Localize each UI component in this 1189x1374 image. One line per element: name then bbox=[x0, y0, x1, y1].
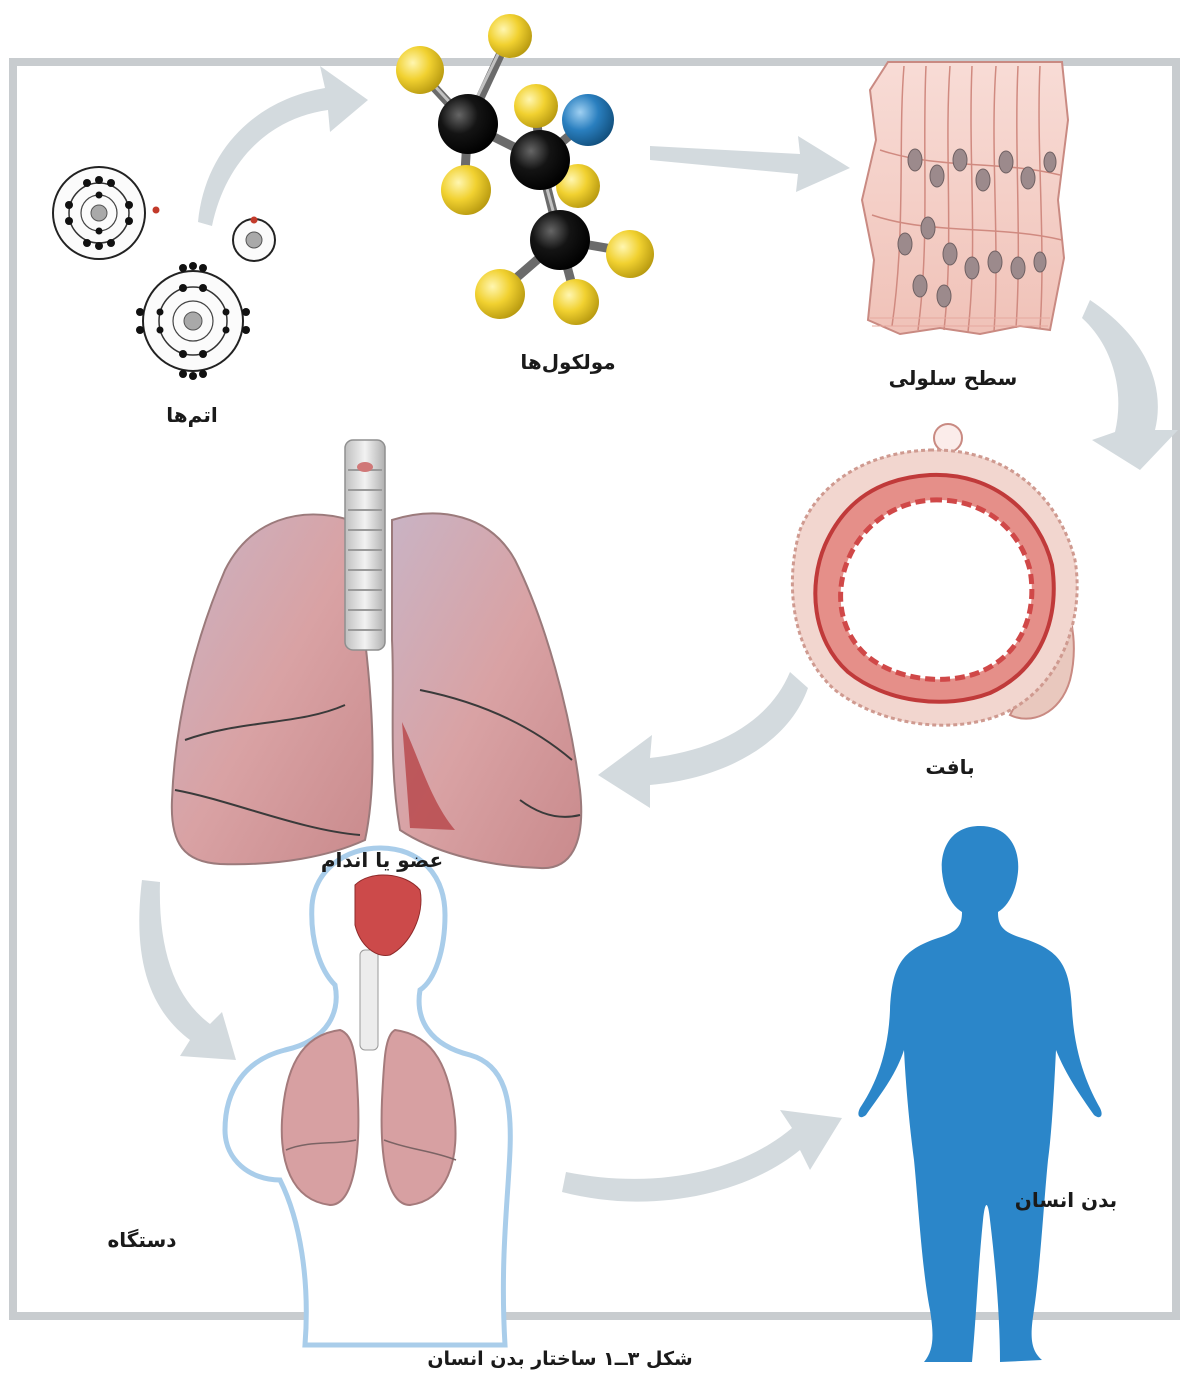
atom-small bbox=[233, 217, 275, 262]
human-body-silhouette bbox=[858, 826, 1101, 1362]
figure-caption: شکل ۳ــ۱ ساختار بدن انسان bbox=[427, 1348, 692, 1370]
label-cell-surface: سطح سلولی bbox=[889, 366, 1018, 390]
arrow-molecules-to-cells bbox=[650, 136, 850, 192]
arrow-atoms-to-molecules bbox=[198, 66, 368, 226]
label-system: دستگاه bbox=[107, 1228, 176, 1252]
label-tissue: بافت bbox=[925, 755, 974, 779]
cell-surface-illustration bbox=[862, 62, 1068, 334]
atom-large-lower bbox=[136, 262, 250, 380]
atom-large-upper bbox=[53, 167, 160, 259]
label-molecules: مولکول‌ها bbox=[520, 350, 615, 374]
tissue-cross-section bbox=[792, 424, 1077, 725]
arrow-system-to-body bbox=[562, 1110, 842, 1202]
lungs-illustration bbox=[172, 440, 581, 868]
label-human-body: بدن انسان bbox=[1015, 1188, 1117, 1212]
arrow-cells-to-tissue bbox=[1082, 300, 1178, 470]
arrow-organ-to-system bbox=[139, 880, 236, 1060]
label-atoms: اتم‌ها bbox=[166, 403, 217, 427]
respiratory-system-illustration bbox=[225, 848, 510, 1345]
label-organ: عضو یا اندام bbox=[321, 848, 443, 872]
arrow-tissue-to-organ bbox=[598, 672, 808, 808]
